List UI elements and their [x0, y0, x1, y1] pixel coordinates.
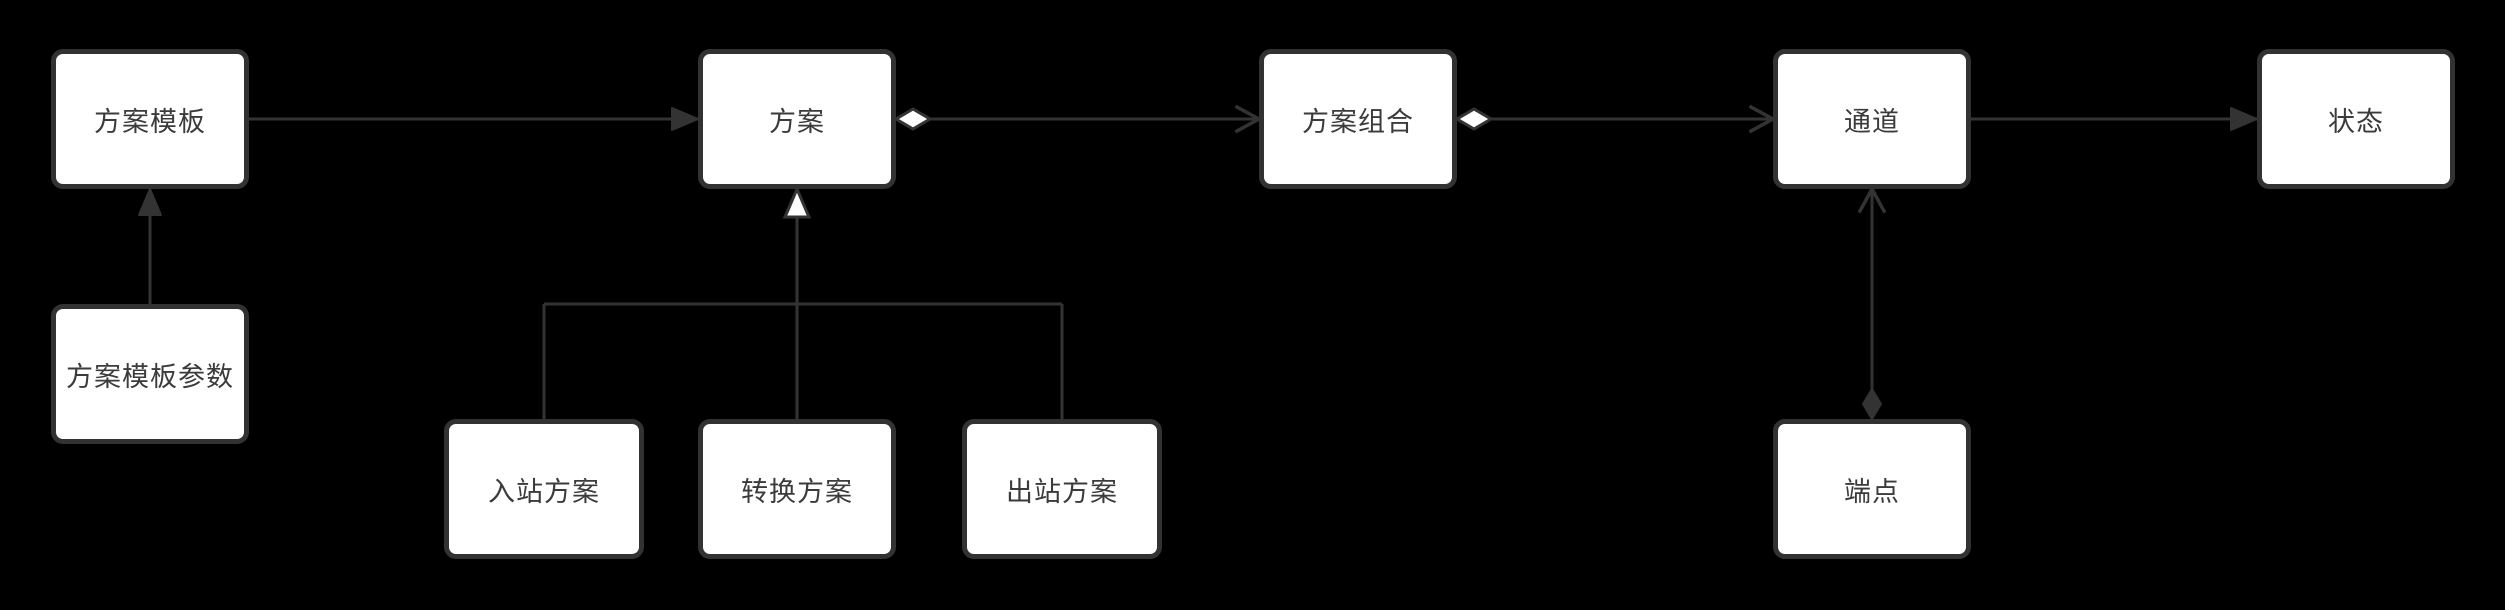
node-label-scheme: 方案 [769, 106, 825, 137]
node-label-transform-scheme: 转换方案 [741, 476, 853, 507]
node-label-scheme-template: 方案模板 [94, 106, 206, 137]
node-inbound-scheme[interactable]: 入站方案 [444, 419, 644, 559]
node-channel[interactable]: 通道 [1773, 49, 1971, 189]
node-label-inbound-scheme: 入站方案 [488, 476, 600, 507]
node-transform-scheme[interactable]: 转换方案 [698, 419, 896, 559]
node-label-channel: 通道 [1844, 106, 1900, 137]
node-outbound-scheme[interactable]: 出站方案 [962, 419, 1162, 559]
node-endpoint[interactable]: 端点 [1773, 419, 1971, 559]
node-label-endpoint: 端点 [1844, 476, 1900, 507]
edges-group [138, 119, 2258, 420]
node-label-status: 状态 [2328, 106, 2384, 137]
node-scheme-group[interactable]: 方案组合 [1259, 49, 1457, 189]
node-label-scheme-group: 方案组合 [1302, 106, 1414, 137]
node-label-scheme-template-params: 方案模板参数 [66, 361, 234, 392]
node-scheme[interactable]: 方案 [698, 49, 896, 189]
node-scheme-template[interactable]: 方案模板 [51, 49, 249, 189]
node-label-outbound-scheme: 出站方案 [1006, 476, 1118, 507]
node-scheme-template-params[interactable]: 方案模板参数 [51, 304, 249, 444]
node-status[interactable]: 状态 [2257, 49, 2455, 189]
